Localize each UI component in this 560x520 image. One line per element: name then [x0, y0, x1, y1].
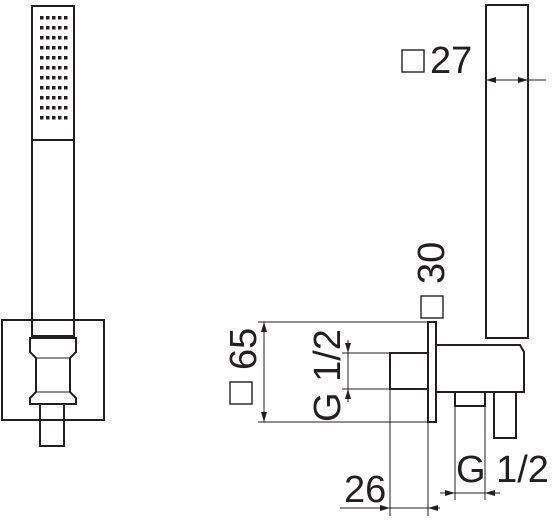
label-inlet-thread: G 1/2 — [307, 329, 349, 422]
dimension-inlet-thread: G 1/2 — [307, 329, 390, 422]
spray-nozzle — [40, 86, 44, 90]
spray-nozzle — [40, 46, 44, 50]
spray-nozzle — [52, 96, 56, 100]
spray-nozzle — [64, 86, 68, 90]
wall-plate-front — [1, 319, 105, 421]
holder-front — [29, 337, 77, 405]
shower-body-side — [485, 4, 529, 339]
spray-nozzle — [58, 106, 62, 110]
spray-nozzle — [58, 16, 62, 20]
spray-nozzle — [58, 36, 62, 40]
spray-nozzle — [64, 96, 68, 100]
spray-nozzle — [58, 86, 62, 90]
spray-nozzle — [46, 76, 50, 80]
spray-nozzle — [46, 66, 50, 70]
square-symbol-icon — [229, 381, 253, 405]
label-bracket-square: 30 — [411, 242, 453, 284]
dimension-plate-height: 65 — [223, 321, 428, 423]
spray-nozzle — [64, 36, 68, 40]
spray-nozzle — [52, 36, 56, 40]
label-projection: 26 — [344, 469, 386, 511]
spray-nozzle — [64, 66, 68, 70]
spray-nozzle — [40, 116, 44, 120]
side-view — [389, 4, 529, 439]
spray-nozzle — [40, 56, 44, 60]
spray-nozzle-grid — [40, 16, 68, 120]
spray-nozzle — [40, 16, 44, 20]
spray-nozzle — [52, 116, 56, 120]
spray-nozzle — [46, 86, 50, 90]
spray-nozzle — [46, 56, 50, 60]
spray-nozzle — [46, 106, 50, 110]
spray-nozzle — [64, 56, 68, 60]
spray-nozzle — [58, 26, 62, 30]
spray-nozzle — [52, 66, 56, 70]
label-handle-square: 27 — [430, 40, 472, 82]
spray-nozzle — [40, 66, 44, 70]
spray-nozzle — [40, 26, 44, 30]
spray-nozzle — [46, 36, 50, 40]
spray-nozzle — [52, 56, 56, 60]
spray-nozzle — [58, 66, 62, 70]
spray-nozzle — [40, 36, 44, 40]
shower-handle-front — [31, 139, 75, 337]
spray-nozzle — [40, 96, 44, 100]
spray-nozzle — [52, 76, 56, 80]
spray-nozzle — [64, 26, 68, 30]
spray-nozzle — [40, 106, 44, 110]
label-plate-square: 65 — [223, 328, 265, 370]
spray-nozzle — [64, 76, 68, 80]
spray-nozzle — [64, 46, 68, 50]
label-outlet-thread: G 1/2 — [456, 449, 549, 491]
square-symbol-icon — [401, 49, 425, 73]
holder-side — [435, 344, 525, 393]
spray-nozzle — [46, 16, 50, 20]
spray-nozzle — [58, 116, 62, 120]
spray-nozzle — [52, 46, 56, 50]
spray-nozzle — [58, 46, 62, 50]
spray-nozzle — [52, 86, 56, 90]
square-symbol-icon — [420, 295, 444, 319]
hose-outlet-side — [454, 391, 486, 407]
hose-connector-front — [39, 403, 65, 447]
dimension-bracket: 30 — [411, 242, 453, 319]
dimension-projection: 26 — [340, 389, 440, 516]
spray-nozzle — [64, 116, 68, 120]
spray-nozzle — [40, 76, 44, 80]
dimension-handle-width: 27 — [401, 5, 546, 120]
spray-nozzle — [58, 96, 62, 100]
inlet-connector — [389, 352, 429, 390]
spray-nozzle — [46, 96, 50, 100]
front-view — [1, 5, 105, 447]
wall-plate-side — [427, 321, 437, 423]
spray-nozzle — [46, 116, 50, 120]
spray-nozzle — [52, 106, 56, 110]
spray-nozzle — [58, 76, 62, 80]
spray-nozzle — [58, 56, 62, 60]
spray-nozzle — [46, 26, 50, 30]
hose-pipe-side — [493, 391, 517, 439]
spray-nozzle — [64, 16, 68, 20]
spray-nozzle — [64, 106, 68, 110]
dimension-outlet-thread: G 1/2 — [440, 406, 549, 500]
spray-nozzle — [52, 26, 56, 30]
spray-nozzle — [46, 46, 50, 50]
spray-nozzle — [52, 16, 56, 20]
